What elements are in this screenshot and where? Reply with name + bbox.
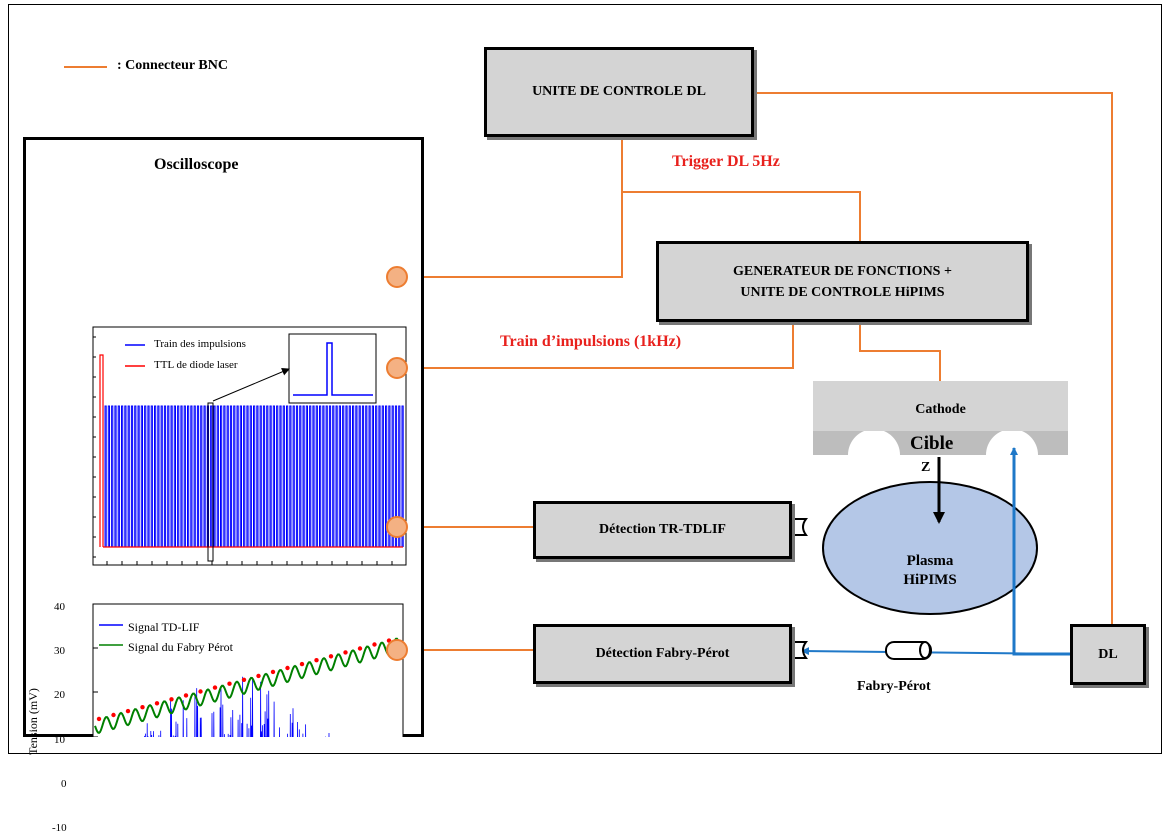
plasma-label-line2: HiPIMS bbox=[903, 572, 957, 588]
fabry-perot-cylinder bbox=[885, 641, 932, 660]
generator-label-line1: GENERATEUR DE FONCTIONS + bbox=[733, 263, 952, 279]
bottom-legend-item-2: Signal du Fabry Pérot bbox=[128, 640, 233, 654]
y-tick-40: 40 bbox=[54, 601, 65, 613]
zoom-marker bbox=[207, 402, 214, 562]
plasma-label-line1: Plasma bbox=[906, 553, 954, 569]
target-shape bbox=[813, 428, 1068, 455]
z-axis-label: Z bbox=[921, 460, 931, 475]
diagram-frame bbox=[8, 4, 1162, 754]
target-label: Cible bbox=[910, 433, 954, 454]
diode-laser-label: DL bbox=[1098, 646, 1118, 662]
y-tick-10: 10 bbox=[54, 734, 65, 746]
y-tick-30: 30 bbox=[54, 645, 65, 657]
fabry-perot-trace bbox=[94, 637, 402, 735]
oscilloscope-box: Oscilloscope Train des impulsions TTL de… bbox=[23, 137, 424, 834]
zoom-inset-trace bbox=[293, 342, 373, 396]
dl-control-unit-label: UNITE DE CONTROLE DL bbox=[532, 84, 706, 99]
cathode-box: Cathode bbox=[813, 381, 1068, 431]
cathode-label: Cathode bbox=[915, 402, 966, 417]
bottom-legend-item-1: Signal TD-LIF bbox=[128, 620, 200, 634]
tdlif-detection-label: Détection TR-TDLIF bbox=[599, 522, 726, 537]
ttl-trace bbox=[99, 354, 403, 548]
top-legend-item-2: TTL de diode laser bbox=[154, 359, 238, 371]
legend-label: : Connecteur BNC bbox=[117, 58, 228, 73]
function-generator-box: GENERATEUR DE FONCTIONS + UNITE DE CONTR… bbox=[656, 241, 1029, 322]
pulse-train-trace bbox=[103, 405, 404, 548]
oscilloscope-title: Oscilloscope bbox=[154, 156, 239, 173]
generator-label-line2: UNITE DE CONTROLE HiPIMS bbox=[740, 284, 945, 300]
fabry-perot-label: Fabry-Pérot bbox=[857, 679, 931, 694]
top-legend-item-1: Train des impulsions bbox=[154, 338, 246, 350]
tdlif-plot bbox=[92, 603, 404, 737]
y-tick-0: 0 bbox=[61, 778, 67, 790]
bnc-connections bbox=[410, 92, 1113, 651]
detector-connectors bbox=[791, 518, 808, 659]
y-tick-minus-10: -10 bbox=[52, 822, 67, 834]
bottom-plot-ylabel: Tension (mV) bbox=[25, 688, 40, 755]
fabry-perot-detection-box: Détection Fabry-Pérot bbox=[533, 624, 792, 684]
pulse-train-plot bbox=[92, 326, 407, 566]
y-tick-20: 20 bbox=[54, 689, 65, 701]
tdlif-detection-box: Détection TR-TDLIF bbox=[533, 501, 792, 559]
diode-laser-box: DL bbox=[1070, 624, 1146, 685]
fabry-perot-detection-label: Détection Fabry-Pérot bbox=[595, 646, 730, 661]
diagram-canvas bbox=[64, 66, 1113, 660]
pulse-train-label: Train d’impulsions (1kHz) bbox=[500, 333, 682, 350]
plasma-ellipse bbox=[822, 481, 1038, 615]
laser-beam bbox=[801, 447, 1071, 656]
dl-control-unit-box: UNITE DE CONTROLE DL bbox=[484, 47, 754, 137]
trigger-label: Trigger DL 5Hz bbox=[672, 153, 780, 170]
zoom-pointer bbox=[212, 368, 290, 402]
plasma-label: Plasma HiPIMS bbox=[880, 552, 980, 590]
